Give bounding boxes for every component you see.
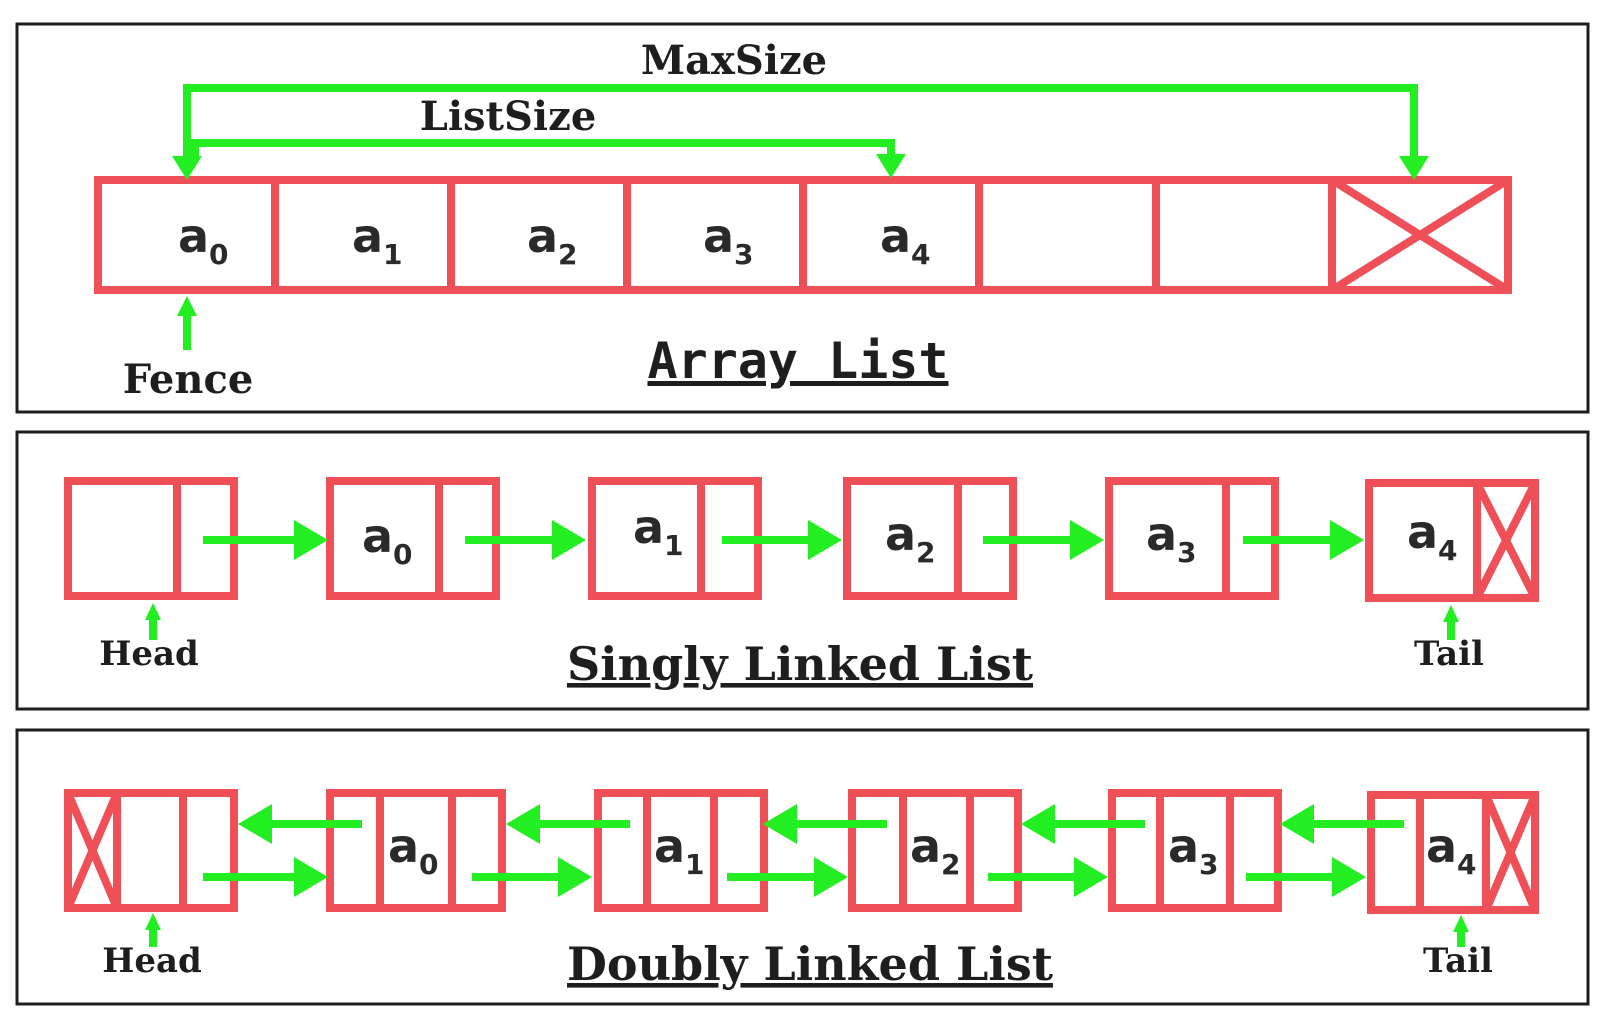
arrow-down-icon: [876, 154, 906, 178]
doubly-node: [848, 789, 1022, 912]
singly-element: a0: [362, 509, 413, 571]
arrow-right-icon: [1332, 857, 1366, 897]
arrow-down-icon: [1399, 156, 1429, 180]
arrow-right-icon: [1330, 520, 1364, 560]
arrow-up-icon: [145, 913, 161, 930]
array-element: a1: [352, 209, 403, 271]
doubly-element: a2: [910, 819, 961, 881]
arrow-left-icon: [1021, 804, 1055, 844]
singly-node: [843, 477, 1017, 600]
arrow-right-icon: [808, 520, 842, 560]
array-element: a3: [703, 209, 754, 271]
null-cross-stroke: [1482, 793, 1539, 912]
arrow-left-icon: [763, 804, 797, 844]
doubly-tail-pointer: [1453, 915, 1469, 947]
doubly-element: a4: [1426, 819, 1477, 881]
singly-linked-frame: [15, 430, 1590, 711]
node-box: [326, 789, 506, 912]
doubly-tail-label: Tail: [1423, 941, 1493, 981]
doubly-node: [1108, 789, 1282, 912]
listsize-bracket: [191, 139, 906, 178]
array-element: a0: [178, 209, 229, 271]
cross-stroke: [1329, 176, 1511, 294]
arrow-right-icon: [1074, 857, 1108, 897]
doubly-head-pointer: [145, 913, 161, 947]
null-cross-stroke: [64, 791, 121, 910]
arrow-right-icon: [294, 520, 328, 560]
listsize-bracket-line: [191, 139, 895, 160]
singly-tail-pointer: [1443, 605, 1459, 640]
arrow-up-icon: [177, 296, 197, 316]
singly-tail-node: [1365, 479, 1539, 602]
array-cells: [94, 176, 1512, 294]
doubly-element: a1: [654, 819, 705, 881]
doubly-node: [594, 789, 768, 912]
doubly-node: [326, 789, 506, 912]
singly-next-arrows: [203, 520, 1364, 560]
arrow-right-icon: [558, 857, 592, 897]
array-list-title: Array List: [647, 332, 948, 390]
maxsize-label: MaxSize: [641, 37, 827, 84]
singly-linked-panel: a0 a1 a2 a3 a4 Head Tail S: [15, 430, 1590, 711]
arrow-left-icon: [506, 804, 540, 844]
doubly-element: a0: [388, 819, 439, 881]
arrow-right-icon: [552, 520, 586, 560]
arrow-up-icon: [1453, 915, 1469, 932]
array-end-cross: [1329, 176, 1511, 294]
node-box: [1108, 789, 1282, 912]
array-element: a2: [527, 209, 578, 271]
maxsize-bracket: [172, 84, 1429, 180]
doubly-element: a3: [1168, 819, 1219, 881]
singly-tail-label: Tail: [1414, 634, 1484, 674]
fence-label: Fence: [123, 356, 254, 403]
doubly-next-arrows: [203, 857, 1366, 897]
doubly-prev-arrows: [238, 804, 1404, 844]
node-box: [594, 789, 768, 912]
doubly-head-label: Head: [102, 941, 202, 981]
singly-element: a3: [1146, 507, 1197, 569]
singly-element: a1: [633, 500, 684, 562]
arrow-up-icon: [145, 603, 161, 620]
listsize-label: ListSize: [420, 93, 597, 140]
doubly-linked-title: Doubly Linked List: [567, 937, 1054, 991]
singly-element: a2: [885, 507, 936, 569]
doubly-head-node: [64, 789, 238, 912]
arrow-left-icon: [238, 804, 272, 844]
doubly-tail-node: [1367, 791, 1539, 914]
arrow-right-icon: [294, 857, 328, 897]
arrow-right-icon: [814, 857, 848, 897]
doubly-linked-panel: a0 a1 a2 a3 a4: [15, 728, 1590, 1006]
null-cross-stroke: [1473, 481, 1539, 600]
array-list-panel: a0 a1 a2 a3 a4 MaxSize ListSize Fence Ar…: [15, 22, 1590, 414]
singly-linked-title: Singly Linked List: [567, 637, 1034, 691]
maxsize-bracket-line: [183, 84, 1418, 160]
arrow-right-icon: [1070, 520, 1104, 560]
node-box: [1367, 791, 1539, 914]
node-box: [848, 789, 1022, 912]
arrow-left-icon: [1280, 804, 1314, 844]
fence-pointer: [177, 296, 197, 350]
singly-head-label: Head: [99, 634, 199, 674]
singly-element: a4: [1407, 505, 1458, 567]
singly-head-pointer: [145, 603, 161, 640]
array-element: a4: [880, 209, 931, 271]
arrow-down-icon: [172, 156, 202, 180]
doubly-linked-frame: [15, 728, 1590, 1006]
arrow-up-icon: [1443, 605, 1459, 622]
node-box: [843, 477, 1017, 600]
